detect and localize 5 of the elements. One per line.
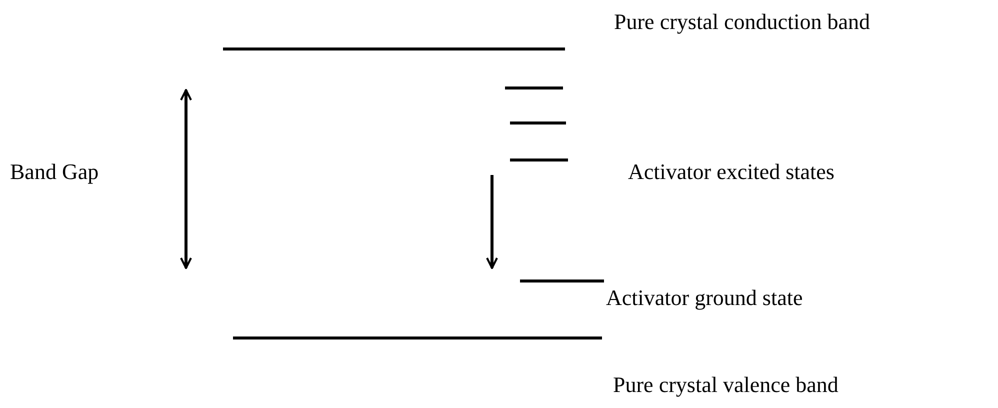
band-gap-label: Band Gap	[10, 159, 99, 185]
band-label: Pure crystal conduction band	[614, 9, 870, 35]
state-label: Activator excited states	[628, 159, 834, 185]
state-label: Activator ground state	[606, 285, 803, 311]
band-label: Pure crystal valence band	[613, 372, 838, 398]
